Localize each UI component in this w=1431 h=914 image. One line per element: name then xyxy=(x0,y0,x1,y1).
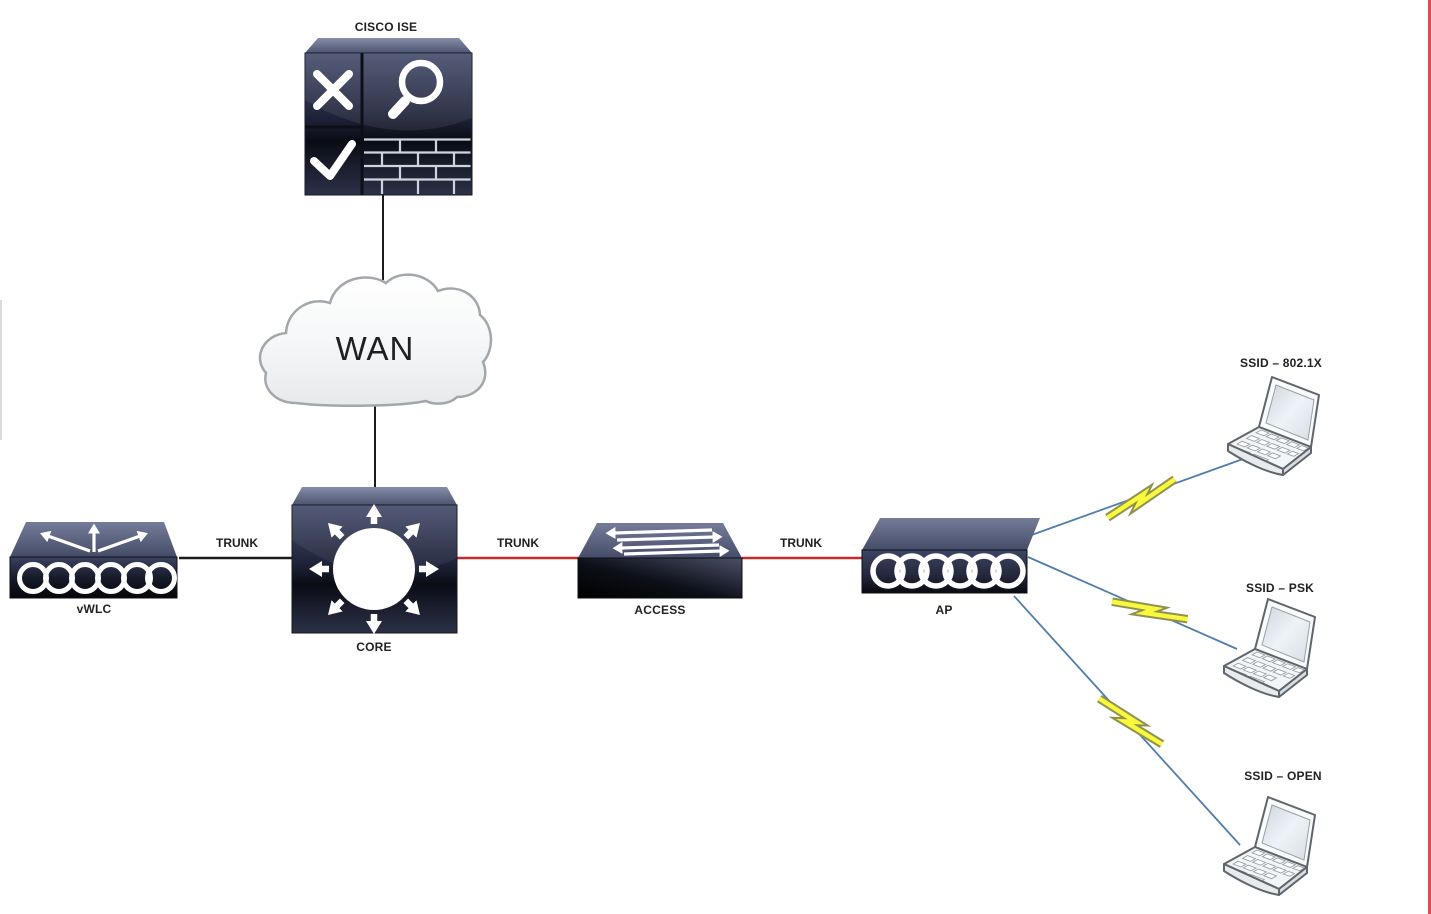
access-label: ACCESS xyxy=(634,603,686,617)
access-node-icon xyxy=(577,523,743,599)
ssid-psk-label: SSID – PSK xyxy=(1245,581,1315,595)
vwlc-label: vWLC xyxy=(76,602,112,616)
ssid-8021x-label: SSID – 802.1X xyxy=(1240,356,1322,370)
wan-cloud-icon xyxy=(258,273,493,408)
client-laptop-8021x xyxy=(1227,376,1320,476)
cisco-ise-node-icon xyxy=(304,38,473,196)
trunk-label-access-ap: TRUNK xyxy=(780,536,822,550)
wireless-bolt-8021x xyxy=(1103,479,1180,517)
client-laptop-open xyxy=(1223,796,1316,896)
page-left-edge-mark xyxy=(0,300,2,440)
coil-icon xyxy=(870,553,1026,589)
controller-arrows-icon xyxy=(39,523,149,553)
client-laptop-psk xyxy=(1223,598,1316,698)
multilayer-arrows-icon xyxy=(309,504,439,634)
magnifier-icon xyxy=(388,59,444,119)
wireless-bolt-psk xyxy=(1112,588,1187,633)
cisco-ise-label: CISCO ISE xyxy=(354,20,418,34)
coil-icon xyxy=(17,562,177,594)
ssid-open-label: SSID – OPEN xyxy=(1244,769,1322,783)
vwlc-node-icon xyxy=(9,522,178,599)
x-mark-icon xyxy=(313,70,353,110)
wireless-bolt-open xyxy=(1099,688,1162,754)
trunk-label-vwlc-core: TRUNK xyxy=(216,536,258,550)
switch-arrows-icon xyxy=(605,526,730,558)
brick-wall-icon xyxy=(364,138,471,194)
check-mark-icon xyxy=(310,140,356,180)
trunk-label-core-access: TRUNK xyxy=(497,536,539,550)
core-label: CORE xyxy=(356,640,392,654)
wan-label: WAN xyxy=(335,330,415,367)
core-node-icon xyxy=(291,487,458,634)
page-right-red-border xyxy=(1428,0,1431,914)
ap-label: AP xyxy=(935,603,953,617)
ap-node-icon xyxy=(861,518,1040,594)
